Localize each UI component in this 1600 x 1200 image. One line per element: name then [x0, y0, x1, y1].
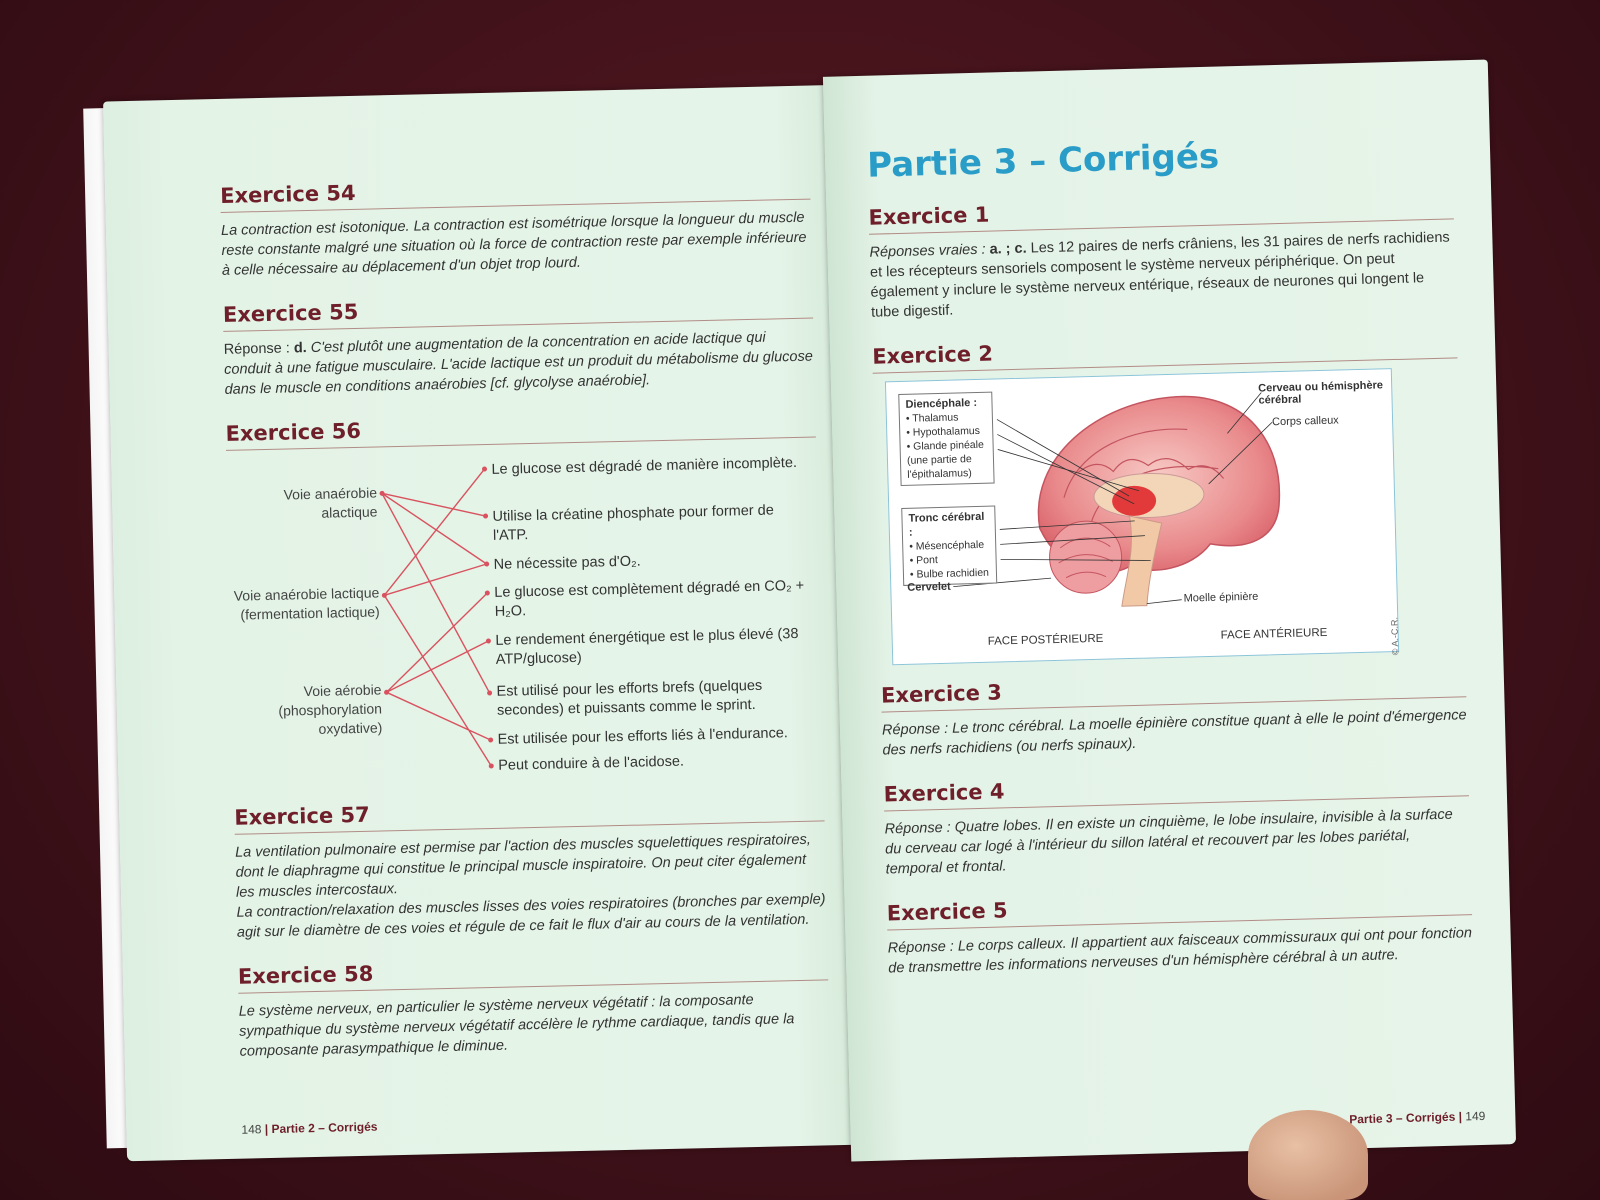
exercise-5: Exercice 5 Réponse : Le corps calleux. I… — [887, 886, 1474, 978]
match-link — [386, 592, 488, 693]
exercise-2: Exercice 2 — [871, 329, 1465, 666]
exercise-56: Exercice 56 Voie anaérobie alactique Voi… — [225, 409, 823, 784]
tronc-item: • Bulbe rachidien — [909, 566, 990, 581]
answer-prefix: Réponse : — [887, 938, 959, 957]
match-option: Est utilisé pour les efforts brefs (quel… — [496, 677, 763, 719]
exercise-1-title: Exercice 1 — [868, 202, 990, 230]
match-option: Le glucose est complètement dégradé en C… — [494, 577, 805, 620]
left-page-footer: 148 | Partie 2 – Corrigés — [241, 1119, 378, 1137]
exercise-56-title: Exercice 56 — [225, 418, 362, 446]
exercise-57-title: Exercice 57 — [234, 802, 370, 830]
exercise-4-text: Réponse : Quatre lobes. Il en existe un … — [884, 804, 1470, 879]
exercise-55-title: Exercice 55 — [222, 299, 359, 327]
figure-copyright: © A.-C.R. — [1389, 616, 1401, 656]
match-label-lactique: Voie anaérobie lactique (fermentation la… — [233, 584, 380, 623]
left-page-content: Exercice 54 La contraction est isotoniqu… — [220, 171, 830, 1084]
answer-text: Le tronc cérébral. La moelle épinière co… — [882, 707, 1467, 759]
match-link — [383, 594, 492, 767]
match-link — [384, 563, 487, 597]
diencephale-item: • Glande pinéale — [906, 438, 984, 453]
right-dot — [487, 690, 493, 696]
label-cervelet: Cervelet — [907, 580, 951, 594]
right-dot — [485, 638, 491, 644]
exercise-4: Exercice 4 Réponse : Quatre lobes. Il en… — [883, 767, 1470, 879]
exercise-58-title: Exercice 58 — [237, 961, 374, 989]
label-corps-calleux: Corps calleux — [1271, 414, 1339, 429]
open-book: Exercice 54 La contraction est isotoniqu… — [83, 48, 1525, 1162]
diencephale-item: l'épithalamus) — [907, 467, 972, 481]
exercise-54: Exercice 54 La contraction est isotoniqu… — [220, 171, 812, 281]
tronc-cerebral-box: Tronc cérébral : • Mésencéphale • Pont •… — [901, 505, 998, 586]
tronc-title: Tronc cérébral : — [908, 510, 985, 539]
answer-prefix: Réponse : — [884, 819, 955, 838]
exercise-54-text: La contraction est isotonique. La contra… — [220, 209, 807, 279]
match-link — [381, 492, 486, 517]
page-number: 148 — [241, 1122, 262, 1137]
exercise-57: Exercice 57 La ventilation pulmonaire es… — [234, 792, 827, 942]
answer-prefix: Réponses vraies : — [869, 241, 990, 261]
exercise-5-title: Exercice 5 — [886, 898, 1008, 926]
exercise-4-title: Exercice 4 — [883, 779, 1005, 807]
match-option: Le rendement énergétique est le plus éle… — [495, 625, 799, 668]
thumb — [1248, 1110, 1368, 1200]
exercise-2-title: Exercice 2 — [871, 341, 994, 369]
match-label-alactique: Voie anaérobie alactique — [283, 484, 378, 521]
match-label-aerobie: Voie aérobie (phosphorylation oxydative) — [278, 681, 383, 737]
page-number: 149 — [1465, 1108, 1486, 1124]
exercise-3-title: Exercice 3 — [880, 680, 1003, 708]
tronc-item: • Mésencéphale — [909, 538, 985, 553]
diencephale-box: Diencéphale : • Thalamus • Hypothalamus … — [898, 391, 995, 486]
right-page-content: Partie 3 – Corrigés Exercice 1 Réponses … — [867, 130, 1474, 1000]
match-link — [386, 640, 489, 693]
match-link — [381, 492, 488, 565]
answer-prefix: Réponse : — [223, 340, 295, 358]
exercise-58-text: Le système nerveux, en particulier le sy… — [238, 992, 795, 1060]
answer-text: Quatre lobes. Il en existe un cinquième,… — [884, 806, 1453, 878]
diencephale-title: Diencéphale : — [905, 396, 978, 411]
label-moelle: Moelle épinière — [1183, 590, 1259, 605]
exercise-58: Exercice 58 Le système nerveux, en parti… — [238, 951, 830, 1061]
matching-lines — [379, 466, 494, 769]
exercise-55-text: Réponse : d. C'est plutôt une augmentati… — [224, 327, 815, 400]
part-title: Partie 3 – Corrigés — [866, 136, 1220, 186]
answer-text: Le corps calleux. Il appartient aux fais… — [888, 925, 1473, 977]
match-option: Utilise la créatine phosphate pour forme… — [492, 502, 774, 544]
right-page-footer: Partie 3 – Corrigés | 149 — [1349, 1108, 1486, 1127]
exercise-3-text: Réponse : Le tronc cérébral. La moelle é… — [882, 705, 1468, 760]
left-page: Exercice 54 La contraction est isotoniqu… — [103, 84, 872, 1162]
label-cerveau: Cerveau ou hémisphère cérébral — [1258, 379, 1384, 407]
exercise-5-text: Réponse : Le corps calleux. Il appartien… — [887, 923, 1473, 978]
exercise-1-text: Réponses vraies : a. ; c. Les 12 paires … — [869, 227, 1456, 322]
matching-diagram: Voie anaérobie alactique Voie anaérobie … — [226, 446, 823, 784]
answer-letters: a. ; c. — [989, 240, 1027, 258]
footer-section: Partie 3 – Corrigés — [1349, 1109, 1456, 1127]
brain-illustration — [953, 392, 1281, 607]
exercise-54-title: Exercice 54 — [219, 180, 356, 208]
match-link — [386, 691, 491, 741]
answer-letter: d. — [293, 340, 307, 357]
footer-section: Partie 2 – Corrigés — [271, 1119, 378, 1137]
exercise-1: Exercice 1 Réponses vraies : a. ; c. Les… — [868, 190, 1456, 322]
right-page: Partie 3 – Corrigés Exercice 1 Réponses … — [822, 59, 1517, 1162]
answer-prefix: Réponse : — [881, 720, 953, 739]
exercise-55: Exercice 55 Réponse : d. C'est plutôt un… — [223, 290, 815, 400]
brain-figure: Diencéphale : • Thalamus • Hypothalamus … — [884, 368, 1401, 666]
match-link — [381, 493, 491, 694]
answer-text: C'est plutôt une augmentation de la conc… — [224, 329, 814, 398]
exercise-3: Exercice 3 Réponse : Le tronc cérébral. … — [881, 668, 1468, 760]
match-link — [383, 468, 486, 596]
